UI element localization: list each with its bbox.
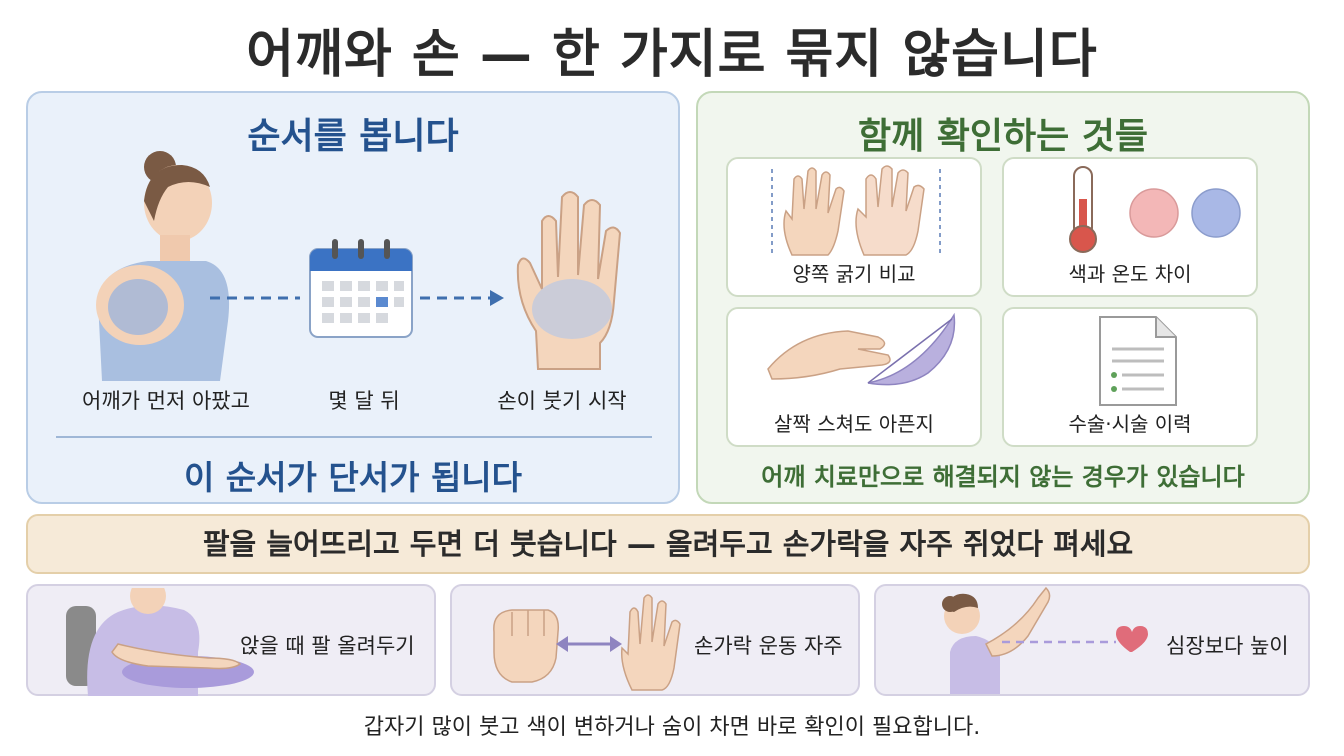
swollen-hand-illustration [516,191,622,370]
check-card-compare-thickness: 양쪽 굵기 비교 [726,157,982,297]
tip-card-finger-exercise: 손가락 운동 자주 [450,584,860,696]
check-label-color: 색과 온도 차이 [1068,262,1192,286]
check-card-history: 수술·시술 이력 [1002,307,1258,447]
tip-label-finger: 손가락 운동 자주 [694,634,843,658]
thermometer-color-icon [1069,166,1241,253]
checks-panel: 함께 확인하는 것들 양쪽 굵기 비교 색과 온도 차이 살짝 스쳐도 아픈지 [696,91,1310,504]
woman-shoulder-illustration [96,151,230,381]
sequence-panel: 순서를 봅니다 어깨가 [26,91,680,504]
hand-feather-icon [767,312,956,386]
sequence-divider [56,436,652,438]
sequence-step-1: 어깨가 먼저 아팠고 [82,389,250,413]
document-icon [1099,316,1177,406]
dashed-arrow-right [420,290,504,306]
sequence-step-3: 손이 붓기 시작 [497,389,627,413]
sequence-step-2: 몇 달 뒤 [328,389,400,413]
raised-arm-heart-illustration [942,586,1148,694]
calendar-icon [309,239,413,338]
check-label-compare: 양쪽 굵기 비교 [792,262,916,286]
check-label-touch: 살짝 스쳐도 아픈지 [774,412,934,436]
tip-card-elevate: 심장보다 높이 [874,584,1310,696]
check-card-color-temp: 색과 온도 차이 [1002,157,1258,297]
check-label-history: 수술·시술 이력 [1068,412,1192,436]
tip-label-elevate: 심장보다 높이 [1166,634,1289,658]
check-card-light-touch: 살짝 스쳐도 아픈지 [726,307,982,447]
footer-warning: 갑자기 많이 붓고 색이 변하거나 숨이 차면 바로 확인이 필요합니다. [363,715,981,740]
tip-label-sitting: 앉을 때 팔 올려두기 [240,634,415,658]
checks-title: 함께 확인하는 것들 [857,116,1149,157]
advice-banner: 팔을 늘어뜨리고 두면 더 붓습니다 — 올려두고 손가락을 자주 쥐었다 펴세… [26,514,1310,574]
sequence-conclusion: 이 순서가 단서가 됩니다 [183,458,523,497]
dashed-arrow-left [210,296,300,300]
arm-on-cushion-illustration [66,588,254,696]
fist-open-hand-icon [493,594,681,691]
tip-card-sitting: 앉을 때 팔 올려두기 [26,584,436,696]
two-hands-compare-icon [771,165,941,256]
page-title: 어깨와 손 — 한 가지로 묶지 않습니다 [246,25,1098,85]
checks-note: 어깨 치료만으로 해결되지 않는 경우가 있습니다 [761,463,1245,491]
sequence-title: 순서를 봅니다 [247,116,459,157]
